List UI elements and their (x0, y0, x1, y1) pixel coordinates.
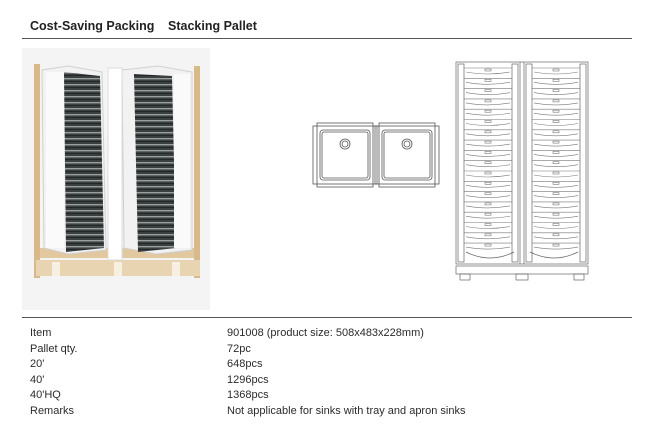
stacked-sinks-diagram (312, 122, 440, 188)
spec-row: 40' 1296pcs (30, 373, 630, 389)
specs-divider (22, 317, 632, 318)
spec-value: 648pcs (227, 358, 263, 371)
spec-row: Pallet qty. 72pc (30, 342, 630, 358)
pallet-title: Stacking Pallet (168, 19, 257, 33)
spec-row: 40'HQ 1368pcs (30, 388, 630, 404)
spec-value: 901008 (product size: 508x483x228mm) (227, 327, 424, 339)
spec-label: 40'HQ (30, 389, 61, 402)
spec-value: Not applicable for sinks with tray and a… (227, 404, 466, 417)
spec-label: 20' (30, 358, 45, 371)
spec-label: Item (30, 327, 52, 339)
spec-row: 20' 648pcs (30, 357, 630, 373)
packing-photo (22, 48, 210, 310)
spec-value: 72pc (227, 342, 251, 355)
packing-photo-illustration (34, 64, 200, 278)
section-header: Cost-Saving Packing Stacking Pallet (22, 17, 632, 39)
specs-table: Item 901008 (product size: 508x483x228mm)… (30, 326, 630, 420)
top-divider (22, 38, 632, 39)
spec-label: 40' (30, 373, 45, 386)
spec-value: 1368pcs (227, 389, 269, 402)
spec-row: Item 901008 (product size: 508x483x228mm) (30, 326, 630, 342)
spec-row: Remarks Not applicable for sinks with tra… (30, 404, 630, 420)
spec-label: Pallet qty. (30, 342, 78, 355)
packing-title: Cost-Saving Packing (30, 19, 155, 33)
spec-label: Remarks (30, 404, 75, 417)
spec-value: 1296pcs (227, 373, 269, 386)
stacking-pallet-diagram (455, 61, 589, 281)
